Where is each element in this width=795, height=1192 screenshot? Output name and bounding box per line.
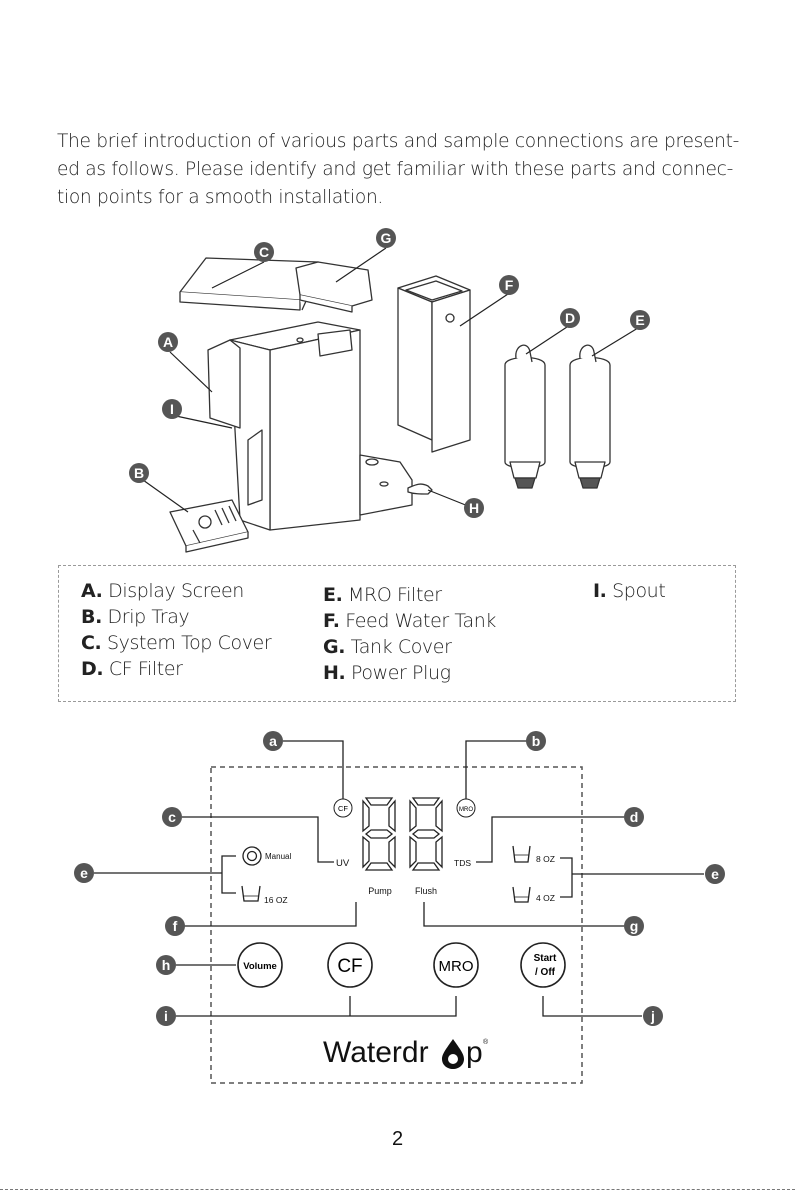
legend-item: E. MRO Filter bbox=[323, 584, 442, 606]
display-screen-drawing bbox=[207, 339, 241, 429]
marker-c: C bbox=[259, 244, 269, 260]
legend-item: B. Drip Tray bbox=[81, 606, 190, 628]
manual-label: Manual bbox=[265, 852, 291, 861]
legend-item: D. CF Filter bbox=[81, 658, 183, 680]
marker-i-small: i bbox=[164, 1008, 168, 1024]
marker-h: H bbox=[469, 500, 479, 516]
waterdrop-logo: Waterdr p ® bbox=[323, 1036, 489, 1069]
cf-indicator: CF bbox=[338, 804, 348, 813]
marker-b-small: b bbox=[532, 733, 541, 749]
bottom-divider bbox=[0, 1189, 795, 1192]
start-off-button[interactable]: Start / Off bbox=[520, 942, 566, 988]
parts-legend: A. Display Screen B. Drip Tray C. System… bbox=[58, 565, 736, 702]
marker-h-small: h bbox=[162, 957, 171, 973]
marker-g: G bbox=[381, 230, 392, 246]
marker-d-small: d bbox=[630, 809, 639, 825]
legend-item: F. Feed Water Tank bbox=[323, 610, 496, 632]
marker-f: F bbox=[505, 277, 514, 293]
legend-item: H. Power Plug bbox=[323, 662, 451, 684]
marker-a-small: a bbox=[269, 733, 277, 749]
tds-label: TDS bbox=[454, 858, 471, 868]
power-plug-drawing bbox=[407, 483, 433, 495]
part-markers: C G F D E A I B H bbox=[129, 228, 650, 518]
marker-i: I bbox=[170, 401, 174, 417]
volume-button-label: Volume bbox=[243, 961, 277, 972]
marker-a: A bbox=[163, 334, 173, 350]
legend-item: G. Tank Cover bbox=[323, 636, 452, 658]
seven-segment-display bbox=[362, 797, 443, 871]
svg-text:p: p bbox=[466, 1036, 483, 1069]
marker-c-small: c bbox=[168, 809, 176, 825]
legend-item: I. Spout bbox=[593, 580, 666, 602]
intro-paragraph: The brief introduction of various parts … bbox=[57, 131, 740, 208]
marker-e-right: e bbox=[711, 866, 719, 882]
cup-16oz-icon bbox=[241, 885, 261, 902]
marker-d: D bbox=[565, 310, 575, 326]
cf-filter-drawing bbox=[504, 344, 546, 489]
off-label: / Off bbox=[535, 967, 556, 978]
drip-tray-drawing bbox=[169, 499, 249, 553]
mro-indicator: MRO bbox=[459, 807, 473, 813]
start-label: Start bbox=[534, 953, 557, 964]
oz16-label: 16 OZ bbox=[264, 895, 288, 905]
panel-frame bbox=[210, 766, 583, 1084]
manual-icon bbox=[242, 846, 262, 866]
marker-e-left: e bbox=[80, 865, 88, 881]
marker-g-small: g bbox=[630, 918, 639, 934]
cup-4oz-icon bbox=[512, 886, 531, 903]
cf-button-label: CF bbox=[337, 956, 362, 977]
oz8-label: 8 OZ bbox=[536, 854, 555, 864]
svg-text:®: ® bbox=[483, 1038, 489, 1046]
marker-e: E bbox=[635, 312, 644, 328]
mro-button[interactable]: MRO bbox=[433, 942, 479, 988]
tank-cover-drawing bbox=[295, 261, 373, 313]
digit-right bbox=[409, 797, 443, 871]
feed-water-tank-drawing bbox=[397, 275, 471, 453]
mro-filter-drawing bbox=[569, 344, 611, 489]
panel-markers: a b c d e e f g h i j bbox=[74, 731, 725, 1026]
cup-8oz-icon bbox=[512, 845, 531, 863]
flush-label: Flush bbox=[415, 886, 437, 896]
marker-b: B bbox=[134, 465, 144, 481]
mro-button-label: MRO bbox=[439, 958, 474, 975]
volume-button[interactable]: Volume bbox=[237, 942, 283, 988]
marker-j-small: j bbox=[650, 1008, 655, 1024]
cf-button[interactable]: CF bbox=[327, 942, 373, 988]
marker-f-small: f bbox=[173, 918, 178, 934]
legend-item: C. System Top Cover bbox=[81, 632, 272, 654]
digit-left bbox=[362, 797, 396, 871]
pump-label: Pump bbox=[368, 886, 392, 896]
legend-item: A. Display Screen bbox=[81, 580, 244, 602]
svg-text:Waterdr: Waterdr bbox=[323, 1036, 429, 1069]
page-number: 2 bbox=[391, 1128, 404, 1150]
uv-label: UV bbox=[336, 858, 350, 869]
oz4-label: 4 OZ bbox=[536, 893, 555, 903]
